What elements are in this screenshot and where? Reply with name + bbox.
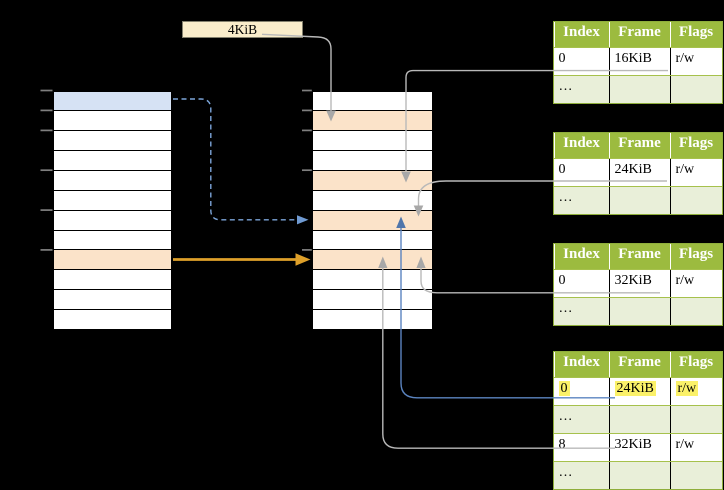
pt-cell: r/w xyxy=(669,433,722,461)
physical-memory-table xyxy=(311,90,433,330)
pt-header-cell: Frame xyxy=(608,243,670,269)
pt-cell: 0 xyxy=(554,378,609,405)
pt-cell xyxy=(608,461,670,489)
pt-cell xyxy=(669,461,722,489)
pt-header-cell: Flags xyxy=(669,351,722,377)
physical-memory-row-6 xyxy=(312,209,432,230)
highlighted-value: 24KiB xyxy=(614,380,656,396)
physical-memory-row-7 xyxy=(312,229,432,250)
connector-virtual-translation-arrow xyxy=(173,98,309,225)
page-table-32kib-row-1: … xyxy=(553,296,722,325)
pt-header-cell: Flags xyxy=(669,132,722,158)
virtual-memory-row-2 xyxy=(53,130,171,151)
pt-header-cell: Flags xyxy=(669,21,722,47)
pt-cell xyxy=(608,75,670,103)
pt-header-cell: Index xyxy=(553,243,609,269)
pt-cell xyxy=(669,186,722,214)
physical-memory-row-0 xyxy=(312,91,432,111)
pt-cell: … xyxy=(558,189,573,205)
pt-cell: r/w xyxy=(669,47,722,75)
pt-cell: … xyxy=(558,300,573,316)
physical-memory-row-10 xyxy=(312,289,432,309)
pt-cell: 0 xyxy=(558,272,566,288)
virtual-memory-row-3 xyxy=(53,150,171,170)
pt-cell: 0 xyxy=(558,50,566,66)
pt-cell xyxy=(608,186,670,214)
pt-cell: r/w xyxy=(669,158,722,186)
virtual-memory-row-11 xyxy=(53,308,171,329)
connector-virtual-mapping-arrow xyxy=(173,253,311,266)
virtual-memory-row-6 xyxy=(53,209,171,230)
pt-header-cell: Index xyxy=(553,351,609,377)
physical-memory-row-2 xyxy=(312,130,432,151)
virtual-memory-row-1 xyxy=(53,110,171,131)
page-table-16kib-row-1: … xyxy=(553,74,722,103)
page-table-level2-row-3: … xyxy=(553,460,722,489)
virtual-memory-table xyxy=(52,90,172,330)
pt-cell: 32KiB xyxy=(608,433,670,461)
frame-size-label: 4KiB xyxy=(182,21,303,39)
page-table-level2-row-0: 0 24KiB r/w xyxy=(553,376,722,405)
virtual-memory-row-4 xyxy=(53,169,171,190)
pt-cell: … xyxy=(558,464,573,480)
pt-header-cell: Index xyxy=(553,132,609,158)
pt-header-cell: Flags xyxy=(669,243,722,269)
virtual-memory-row-8 xyxy=(53,249,171,270)
highlighted-value: r/w xyxy=(675,380,699,396)
physical-memory-row-11 xyxy=(312,308,432,329)
pt-cell: 32KiB xyxy=(608,269,670,297)
virtual-memory-row-7 xyxy=(53,229,171,250)
pt-cell: 0 xyxy=(558,161,566,177)
pt-cell: 24KiB xyxy=(608,158,670,186)
pt-header-cell: Frame xyxy=(608,132,670,158)
pt-cell xyxy=(608,297,670,325)
pt-header-cell: Index xyxy=(553,21,609,47)
pt-cell xyxy=(669,75,722,103)
virtual-memory-row-0 xyxy=(53,91,171,111)
pt-cell: r/w xyxy=(669,269,722,297)
page-table-24kib-row-1: … xyxy=(553,185,722,214)
pt-cell: 8 xyxy=(558,436,566,452)
physical-memory-row-4 xyxy=(312,169,432,190)
pt-header-cell: Frame xyxy=(608,351,670,377)
pt-cell xyxy=(669,297,722,325)
pt-cell: … xyxy=(558,78,573,94)
physical-memory-row-8 xyxy=(312,249,432,270)
pt-cell xyxy=(608,405,670,433)
physical-memory-row-5 xyxy=(312,189,432,210)
pt-cell: … xyxy=(558,408,573,424)
physical-memory-row-1 xyxy=(312,110,432,131)
pt-cell xyxy=(669,405,722,433)
highlighted-value: 0 xyxy=(558,380,570,396)
virtual-memory-row-5 xyxy=(53,189,171,210)
virtual-memory-row-9 xyxy=(53,269,171,290)
physical-memory-row-3 xyxy=(312,150,432,170)
pt-cell: 24KiB xyxy=(608,377,670,405)
page-table-level2-row-1: … xyxy=(553,404,722,433)
pt-header-cell: Frame xyxy=(608,21,670,47)
virtual-memory-row-10 xyxy=(53,289,171,309)
pt-cell: r/w xyxy=(669,377,722,405)
physical-memory-row-9 xyxy=(312,269,432,290)
pt-cell: 16KiB xyxy=(608,47,670,75)
